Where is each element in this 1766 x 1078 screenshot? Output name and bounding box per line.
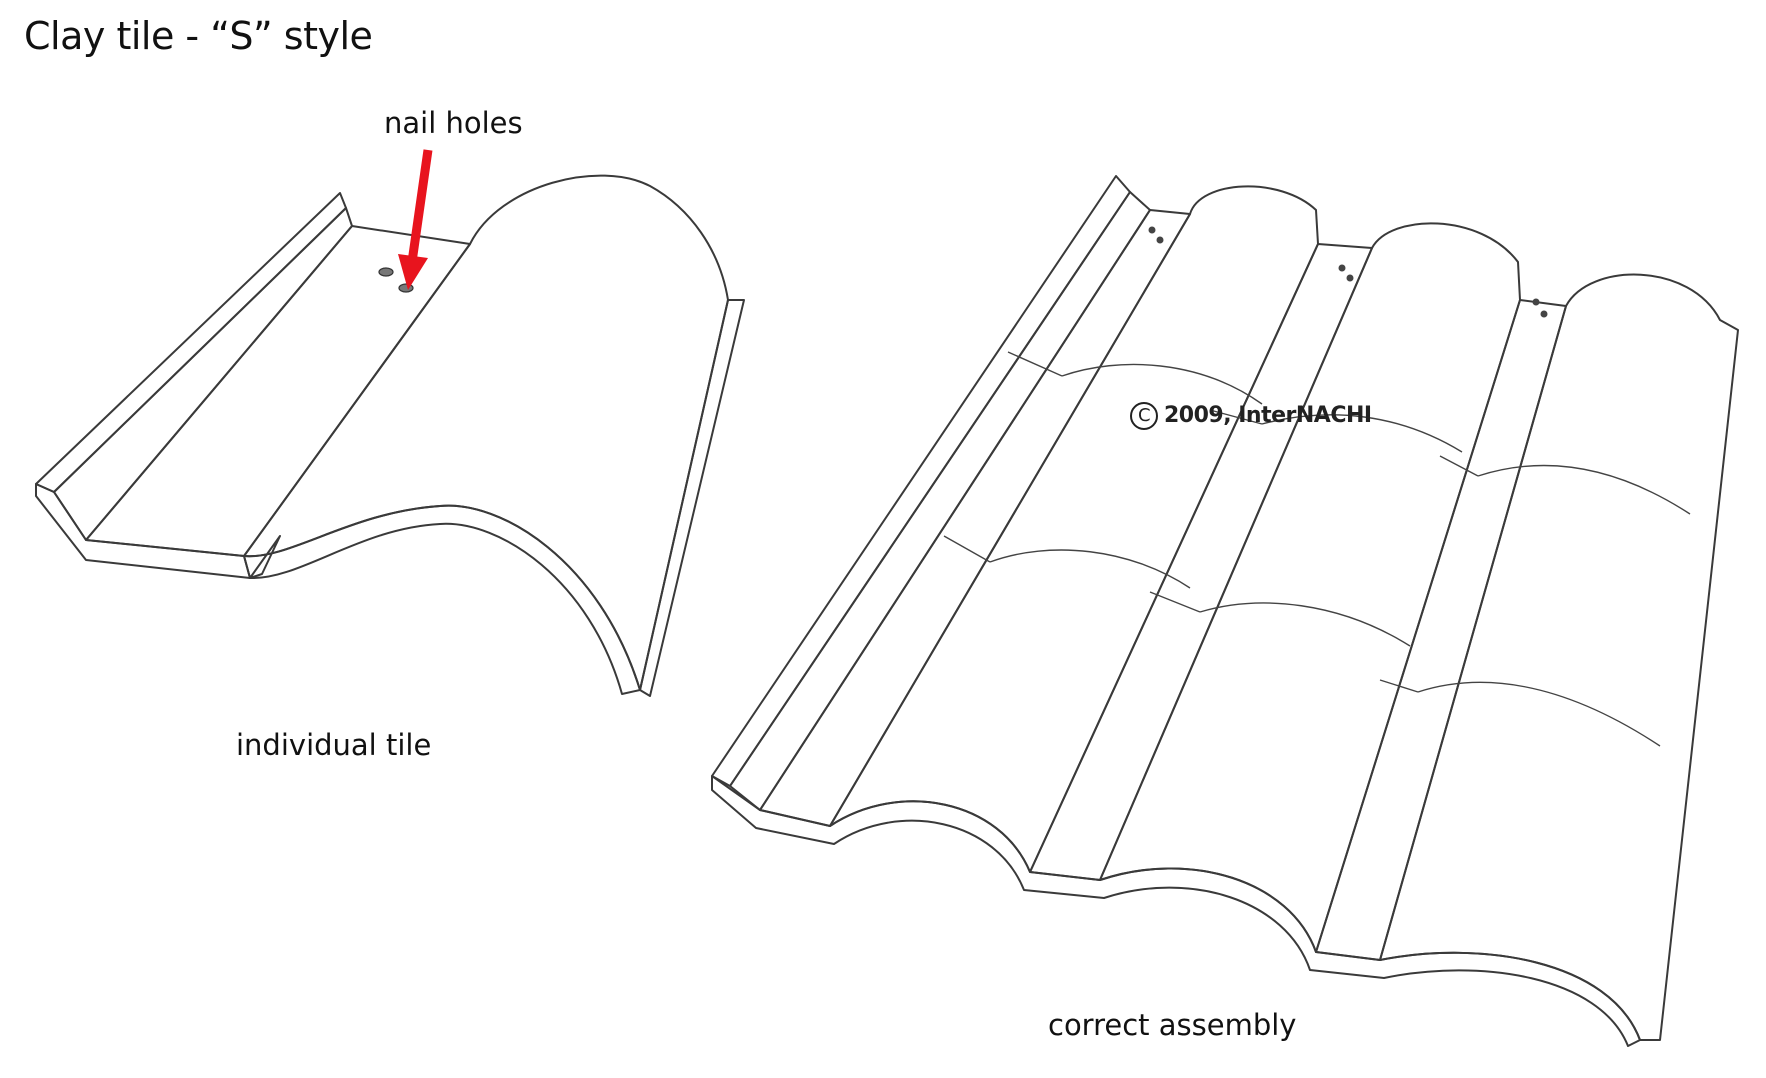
page-title: Clay tile - “S” style [24, 14, 373, 58]
nail-hole [1532, 298, 1540, 306]
tile-right-flange [639, 299, 745, 697]
assembly-left-lip [711, 175, 1131, 787]
individual-tile-drawing [35, 149, 745, 697]
nail-hole [1346, 274, 1354, 282]
assembly-barrel-3 [1379, 273, 1739, 1041]
nail-hole [1540, 310, 1548, 318]
assembly-groove-1 [759, 209, 1191, 827]
assembly-groove-2 [1029, 243, 1373, 881]
tile-barrel [243, 174, 729, 691]
correct-assembly-label: correct assembly [1048, 1008, 1297, 1042]
copyright-symbol: C [1130, 402, 1158, 430]
assembly-barrel-2 [1099, 222, 1521, 953]
nail-holes-arrow [398, 149, 433, 290]
nail-holes-label: nail holes [384, 106, 523, 140]
assembly-groove-3 [1315, 299, 1567, 961]
individual-tile-label: individual tile [236, 728, 432, 762]
nail-hole [1148, 226, 1156, 234]
copyright-text: 2009, InterNACHI [1164, 403, 1372, 428]
nail-hole [1338, 264, 1346, 272]
nail-hole [1156, 236, 1164, 244]
assembly-drawing [711, 175, 1739, 1047]
tile-left-lip [35, 192, 347, 493]
nail-hole [378, 267, 394, 277]
